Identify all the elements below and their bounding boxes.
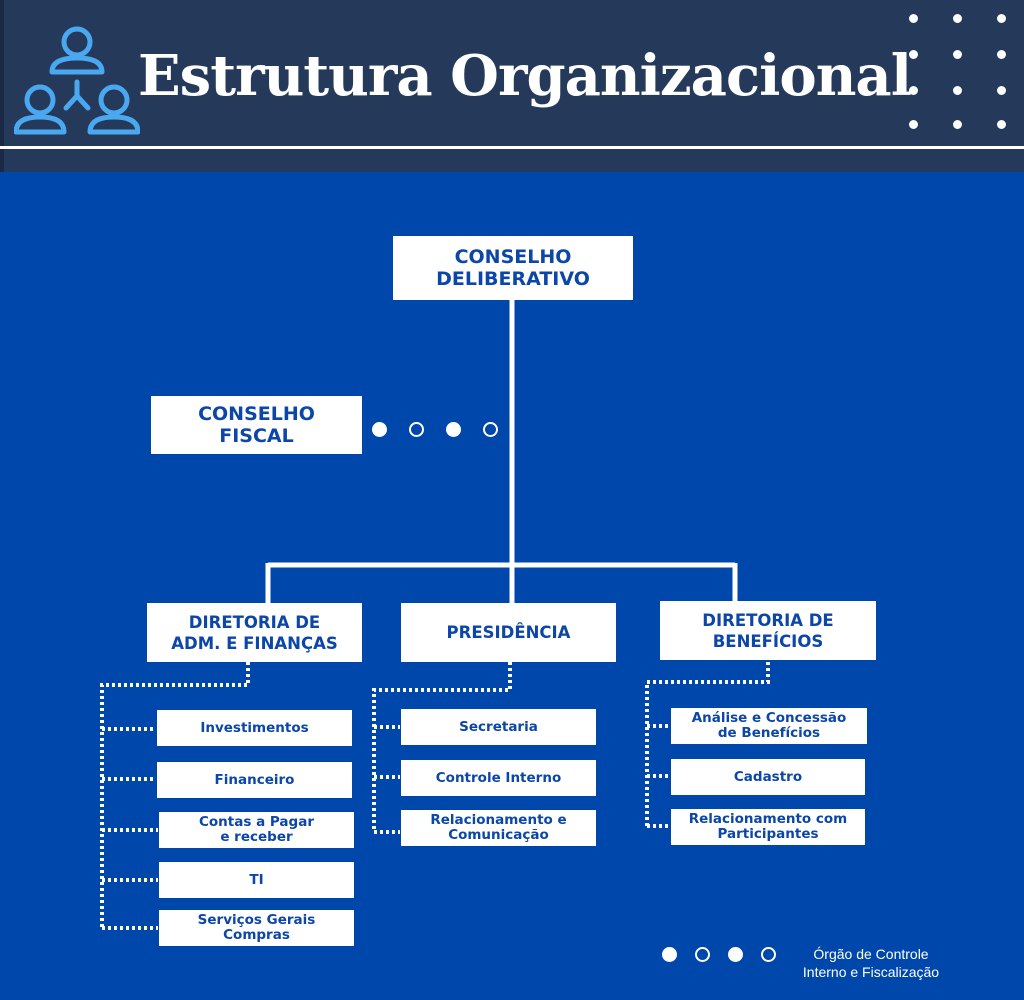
node-conselho-deliberativo: CONSELHO DELIBERATIVO (393, 236, 633, 300)
node-label: CONSELHO DELIBERATIVO (436, 246, 590, 290)
node-label: Cadastro (733, 768, 803, 785)
node-label: Financeiro (214, 771, 295, 788)
node-label: Relacionamento e Comunicação (430, 812, 567, 843)
node-diretoria-beneficios: DIRETORIA DE BENEFÍCIOS (660, 601, 876, 660)
header-left-edge (0, 0, 4, 172)
node-label: Análise e Concessão de Benefícios (691, 710, 847, 741)
node-secretaria: Secretaria (401, 709, 596, 745)
node-cadastro: Cadastro (671, 759, 865, 795)
control-dot (483, 422, 498, 437)
node-label: Relacionamento com Participantes (688, 811, 848, 842)
legend-dot (728, 947, 743, 962)
org-people-icon (14, 26, 140, 135)
node-conselho-fiscal: CONSELHO FISCAL (151, 396, 362, 454)
node-financeiro: Financeiro (157, 762, 352, 798)
node-label: PRESIDÊNCIA (446, 623, 571, 642)
control-dot (372, 422, 387, 437)
node-contas-a-pagar: Contas a Pagar e receber (159, 812, 354, 848)
node-label: Investimentos (200, 719, 309, 736)
node-analise-concessao: Análise e Concessão de Benefícios (671, 708, 867, 744)
legend-label: Órgão de Controle Interno e Fiscalização (802, 946, 940, 980)
node-label: Secretaria (459, 718, 538, 735)
page-title: Estrutura Organizacional (138, 43, 912, 109)
node-label: DIRETORIA DE ADM. E FINANÇAS (171, 612, 338, 653)
legend-dot (761, 947, 776, 962)
header-banner: Estrutura Organizacional (0, 0, 1024, 172)
node-label: DIRETORIA DE BENEFÍCIOS (702, 610, 834, 651)
node-controle-interno: Controle Interno (401, 760, 596, 796)
header-divider (0, 146, 1024, 149)
legend-dot (662, 947, 677, 962)
node-diretoria-adm: DIRETORIA DE ADM. E FINANÇAS (147, 603, 362, 662)
node-relacionamento-comunicacao: Relacionamento e Comunicação (401, 810, 596, 846)
node-label: TI (249, 871, 264, 888)
node-label: Serviços Gerais Compras (197, 912, 316, 943)
node-presidencia: PRESIDÊNCIA (401, 603, 616, 662)
node-relacionamento-participantes: Relacionamento com Participantes (671, 809, 865, 845)
legend-dot (695, 947, 710, 962)
dot-grid-icon (905, 10, 1015, 135)
node-label: Contas a Pagar e receber (199, 814, 314, 845)
node-label: CONSELHO FISCAL (198, 403, 315, 447)
control-dot (446, 422, 461, 437)
node-investimentos: Investimentos (157, 710, 352, 746)
node-label: Controle Interno (435, 769, 562, 786)
node-servicos-gerais: Serviços Gerais Compras (159, 910, 354, 946)
control-dot (409, 422, 424, 437)
node-ti: TI (159, 862, 354, 898)
